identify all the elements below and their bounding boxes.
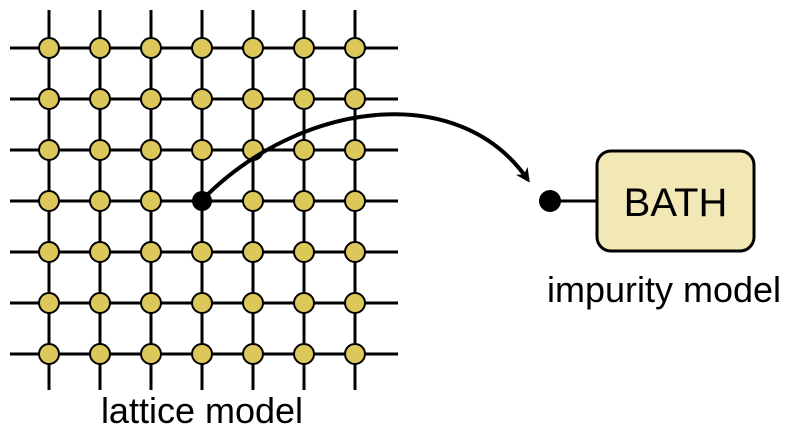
impurity-model-caption: impurity model bbox=[547, 269, 781, 310]
lattice-site bbox=[140, 37, 162, 59]
lattice-site bbox=[191, 241, 213, 263]
lattice-site bbox=[293, 88, 315, 110]
lattice-site bbox=[140, 88, 162, 110]
lattice-site bbox=[293, 190, 315, 212]
lattice-site bbox=[344, 343, 366, 365]
bath-label: BATH bbox=[624, 181, 728, 225]
lattice-site bbox=[344, 37, 366, 59]
lattice-site bbox=[38, 241, 60, 263]
lattice-site bbox=[293, 37, 315, 59]
lattice-site bbox=[242, 241, 264, 263]
mapping-arrow bbox=[200, 112, 530, 202]
lattice-site bbox=[344, 241, 366, 263]
lattice-site bbox=[293, 343, 315, 365]
lattice-site bbox=[89, 343, 111, 365]
lattice-site bbox=[89, 292, 111, 314]
lattice-site bbox=[38, 37, 60, 59]
lattice-site bbox=[38, 88, 60, 110]
lattice-site bbox=[293, 241, 315, 263]
lattice-site bbox=[293, 139, 315, 161]
lattice-site bbox=[38, 343, 60, 365]
lattice-site bbox=[242, 37, 264, 59]
lattice-site bbox=[344, 292, 366, 314]
lattice-site bbox=[140, 343, 162, 365]
lattice-site bbox=[344, 139, 366, 161]
lattice-site bbox=[89, 190, 111, 212]
lattice-site bbox=[89, 37, 111, 59]
lattice-site bbox=[140, 241, 162, 263]
lattice-site bbox=[242, 292, 264, 314]
lattice-site bbox=[191, 88, 213, 110]
lattice-site bbox=[191, 343, 213, 365]
lattice-site bbox=[89, 139, 111, 161]
lattice-site bbox=[242, 343, 264, 365]
lattice-site bbox=[89, 241, 111, 263]
lattice-site bbox=[140, 292, 162, 314]
lattice-site bbox=[191, 292, 213, 314]
lattice-site bbox=[38, 139, 60, 161]
lattice-site bbox=[38, 190, 60, 212]
lattice-site bbox=[140, 139, 162, 161]
lattice-site bbox=[344, 190, 366, 212]
lattice-site bbox=[38, 292, 60, 314]
lattice-site bbox=[140, 190, 162, 212]
lattice-site bbox=[242, 190, 264, 212]
lattice-sites bbox=[38, 37, 366, 365]
lattice-site bbox=[344, 88, 366, 110]
lattice-site bbox=[242, 88, 264, 110]
bath-box bbox=[595, 149, 756, 253]
lattice-site bbox=[89, 88, 111, 110]
lattice-site bbox=[191, 139, 213, 161]
impurity-site bbox=[539, 190, 561, 212]
lattice-site bbox=[191, 37, 213, 59]
lattice-model-caption: lattice model bbox=[101, 390, 303, 431]
impurity-model: BATH bbox=[539, 149, 756, 253]
lattice-site bbox=[293, 292, 315, 314]
